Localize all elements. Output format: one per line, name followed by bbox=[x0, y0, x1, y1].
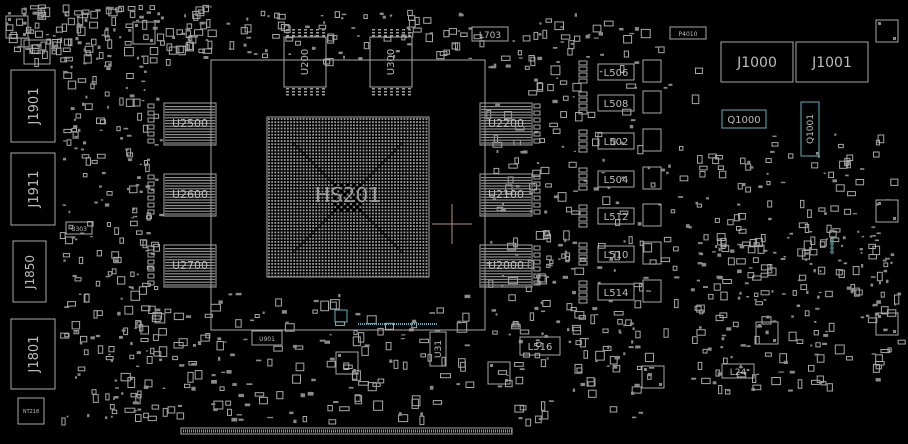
u303-label: U303 bbox=[71, 226, 87, 233]
gpu-bottom-pad-strip bbox=[358, 323, 437, 325]
connector-j1001-label: J1001 bbox=[811, 55, 852, 71]
mem-u300-label: U300 bbox=[386, 49, 397, 75]
q1001-label: Q1001 bbox=[806, 114, 816, 144]
mem-u2100-label: U2100 bbox=[488, 188, 524, 201]
pcie-edge-connector bbox=[180, 427, 513, 435]
p4010-label: P4010 bbox=[679, 31, 698, 38]
gpu-bga-grid bbox=[268, 118, 428, 278]
choke-label: L512 bbox=[604, 212, 629, 223]
l24-label: L24 bbox=[730, 368, 747, 378]
u31-label: U31 bbox=[434, 340, 444, 358]
connector-j1901-label: J1901 bbox=[27, 88, 42, 126]
connector-j1850-label: J1850 bbox=[23, 255, 37, 290]
memory-top-pads bbox=[286, 29, 411, 96]
mosfet-highlights bbox=[721, 101, 820, 157]
l703-label: L703 bbox=[479, 31, 501, 41]
nt219-label: NT219 bbox=[29, 50, 45, 56]
choke-label: L502 bbox=[604, 137, 629, 148]
choke-label: L508 bbox=[604, 99, 629, 110]
l516-label: L516 bbox=[528, 342, 553, 353]
mem-u2700-label: U2700 bbox=[172, 259, 208, 272]
connector-j1000-label: J1000 bbox=[736, 55, 777, 71]
nt218-label: NT218 bbox=[23, 409, 39, 415]
misc-parts bbox=[17, 26, 755, 425]
memory-top bbox=[283, 36, 413, 88]
memory-side-pads bbox=[165, 106, 531, 286]
mem-u200-label: U200 bbox=[300, 49, 311, 75]
via-dots bbox=[334, 238, 834, 323]
choke-label: L514 bbox=[604, 288, 629, 299]
right-connectors bbox=[720, 41, 869, 83]
inductor-chokes bbox=[578, 59, 662, 304]
choke-label: L506 bbox=[604, 68, 629, 79]
mem-u2000-label: U2000 bbox=[488, 259, 524, 272]
crosshair-cursor bbox=[432, 204, 472, 244]
gpu-label: HS201 bbox=[315, 183, 381, 207]
mem-u2500-label: U2500 bbox=[172, 117, 208, 130]
left-connectors bbox=[10, 69, 56, 390]
connector-j1911-label: J1911 bbox=[27, 171, 42, 209]
mem-u2200-label: U2200 bbox=[488, 117, 524, 130]
mem-u2600-label: U2600 bbox=[172, 188, 208, 201]
memory-side-chips bbox=[147, 102, 541, 288]
q1000-label: Q1000 bbox=[727, 115, 760, 126]
small-pads bbox=[5, 5, 901, 424]
connector-j1801-label: J1801 bbox=[27, 336, 42, 374]
u901-label: U901 bbox=[259, 336, 275, 343]
choke-label: L510 bbox=[604, 250, 629, 261]
choke-label: L504 bbox=[604, 175, 629, 186]
